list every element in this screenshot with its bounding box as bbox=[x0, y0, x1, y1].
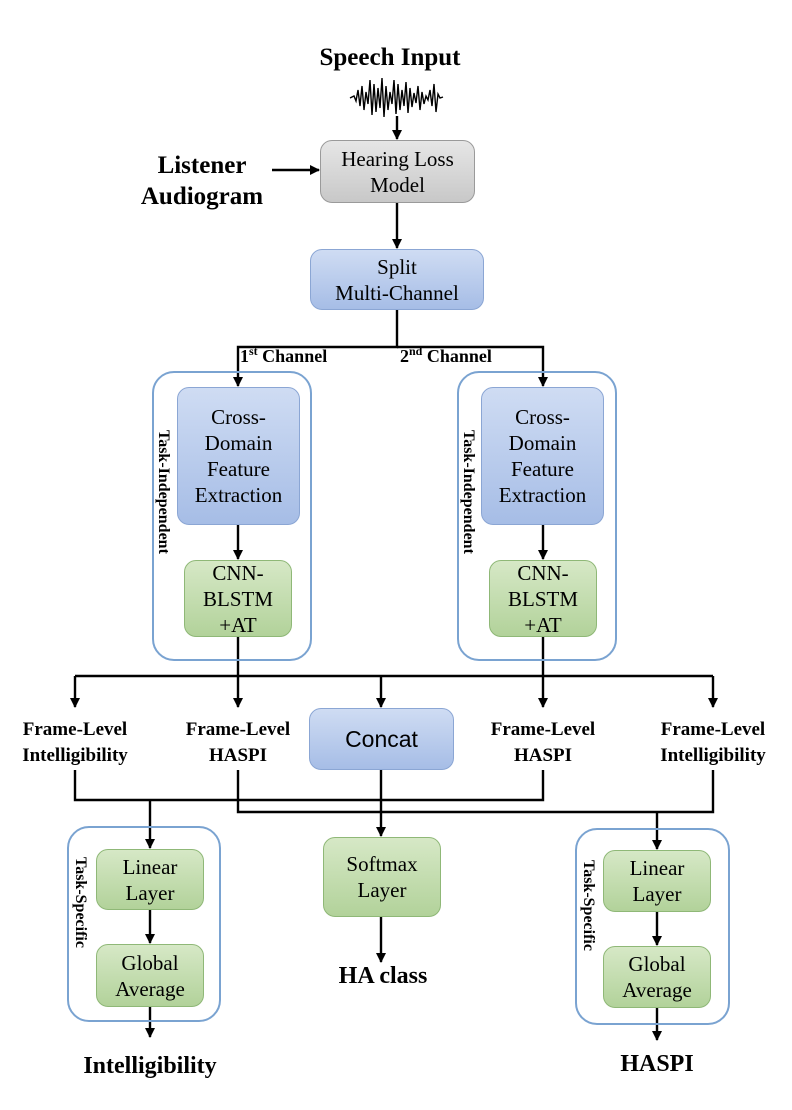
channel-2-number: 2 bbox=[400, 346, 409, 366]
channel-2-word: Channel bbox=[422, 346, 492, 366]
channel-2-suffix: nd bbox=[409, 344, 423, 358]
frame-level-haspi-left: Frame-Level HASPI bbox=[185, 719, 291, 766]
split-multi-channel-box: Split Multi-Channel bbox=[310, 249, 484, 310]
cnn-blstm-at-left: CNN- BLSTM +AT bbox=[184, 560, 292, 637]
intelligibility-output: Intelligibility bbox=[83, 1053, 217, 1079]
global-average-right: Global Average bbox=[603, 946, 711, 1008]
cross-domain-feature-extraction-left: Cross- Domain Feature Extraction bbox=[177, 387, 300, 525]
frame-level-intelligibility-right: Frame-Level Intelligibility bbox=[660, 719, 766, 766]
channel-2-label: 2nd Channel bbox=[400, 323, 492, 367]
haspi-output: HASPI bbox=[620, 1051, 694, 1077]
task-specific-group-left bbox=[67, 826, 221, 1022]
frame-level-haspi-right: Frame-Level HASPI bbox=[490, 719, 596, 766]
task-independent-label-right: Task-Independent bbox=[460, 430, 477, 554]
listener-audiogram-label: Listener Audiogram bbox=[140, 152, 264, 210]
flow-arrows bbox=[70, 116, 718, 1041]
global-average-left: Global Average bbox=[96, 944, 204, 1007]
softmax-layer-box: Softmax Layer bbox=[323, 837, 441, 917]
task-independent-group-left bbox=[152, 371, 312, 661]
concat-box: Concat bbox=[309, 708, 454, 770]
speech-input-title: Speech Input bbox=[319, 44, 461, 71]
channel-1-suffix: st bbox=[249, 344, 258, 358]
ha-class-output: HA class bbox=[338, 963, 428, 989]
linear-layer-left: Linear Layer bbox=[96, 849, 204, 910]
task-independent-group-right bbox=[457, 371, 617, 661]
task-specific-label-left: Task-Specific bbox=[72, 857, 89, 948]
task-specific-group-right bbox=[575, 828, 730, 1025]
hearing-loss-model-box: Hearing Loss Model bbox=[320, 140, 475, 203]
task-independent-label-left: Task-Independent bbox=[155, 430, 172, 554]
channel-1-label: 1st Channel bbox=[240, 323, 327, 367]
channel-1-word: Channel bbox=[257, 346, 328, 366]
linear-layer-right: Linear Layer bbox=[603, 850, 711, 912]
task-specific-label-right: Task-Specific bbox=[580, 860, 597, 951]
cross-domain-feature-extraction-right: Cross- Domain Feature Extraction bbox=[481, 387, 604, 525]
channel-1-number: 1 bbox=[240, 346, 249, 366]
waveform-icon bbox=[349, 77, 444, 118]
frame-level-intelligibility-left: Frame-Level Intelligibility bbox=[22, 719, 128, 766]
cnn-blstm-at-right: CNN- BLSTM +AT bbox=[489, 560, 597, 637]
